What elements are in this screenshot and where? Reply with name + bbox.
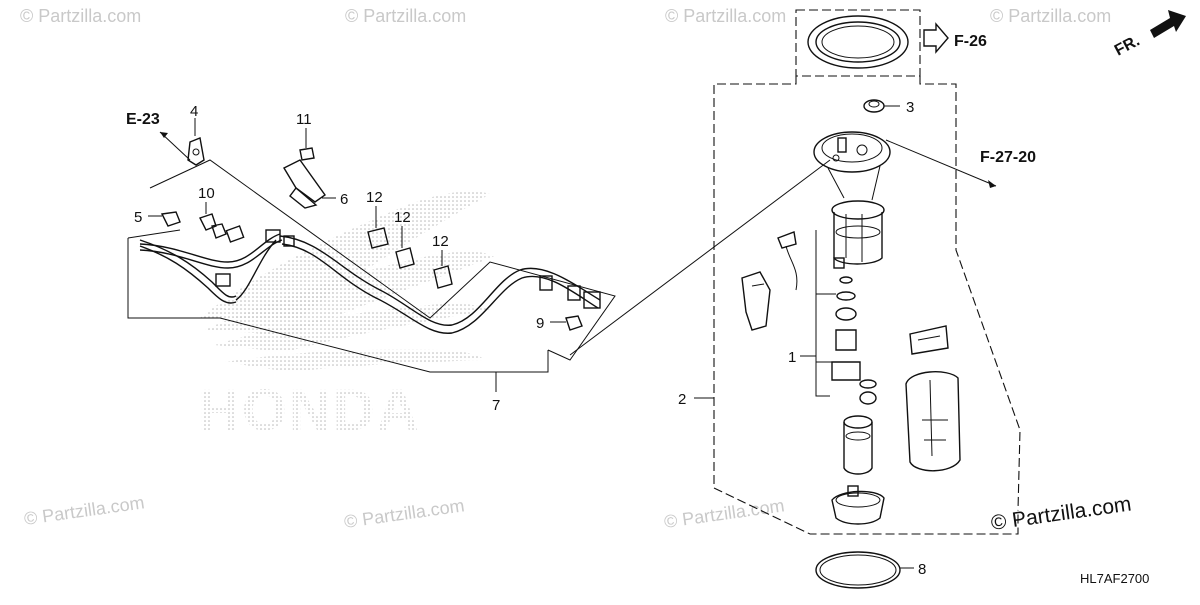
- part-11-screw: [299, 128, 315, 161]
- callout-3: 3: [906, 99, 914, 116]
- fuel-pump-body-upper: [831, 200, 885, 265]
- part-12-clip: [395, 226, 415, 269]
- reference-labels: E-23 F-26 F-27-20 FR.: [126, 32, 1143, 166]
- pump-reservoir: [905, 325, 961, 472]
- watermark-text: © Partzilla.com: [343, 495, 466, 532]
- part-5-clip: [160, 211, 181, 227]
- honda-wordmark: HONDA: [198, 378, 421, 443]
- fuel-strainer: [831, 485, 885, 525]
- callout-12: 12: [394, 209, 411, 226]
- callout-11: 11: [296, 111, 312, 128]
- callout-9: 9: [536, 315, 544, 332]
- part-1-stack: [815, 230, 877, 405]
- callout-8: 8: [918, 561, 926, 578]
- part-10-clamp: [199, 213, 227, 239]
- watermark-text: © Partzilla.com: [345, 6, 466, 26]
- ref-arrow-f26: [923, 22, 949, 54]
- callout-10: 10: [198, 185, 215, 202]
- ref-e23: E-23: [126, 111, 160, 128]
- ref-front: FR.: [1112, 32, 1143, 59]
- ref-f27-20: F-27-20: [980, 149, 1036, 166]
- callout-12: 12: [366, 189, 383, 206]
- watermark-text: © Partzilla.com: [23, 492, 146, 529]
- hose-group-outline: [127, 159, 616, 392]
- part-6-bracket: [283, 159, 326, 209]
- pump-group-outline: [713, 76, 1021, 535]
- callout-4: 4: [190, 103, 198, 120]
- part-4-clip: [187, 137, 205, 166]
- watermark-text: © Partzilla.com: [20, 6, 141, 26]
- callout-2: 2: [678, 391, 686, 408]
- part-3-grommet: [863, 99, 885, 113]
- callout-12: 12: [432, 233, 449, 250]
- callout-7: 7: [492, 397, 500, 414]
- callout-1: 1: [788, 349, 796, 366]
- diagram-code: HL7AF2700: [1080, 571, 1149, 586]
- callout-5: 5: [134, 209, 142, 226]
- part-8-o-ring: [815, 551, 901, 589]
- callout-labels: 4 11 6 10 5 12 12 12 9 7 3 1 2 8: [134, 99, 926, 578]
- honda-logo-watermark: HONDA: [198, 191, 495, 443]
- ref-arrow-e23: [159, 131, 191, 161]
- ref-f26: F-26: [954, 33, 987, 50]
- part-7-fuel-hose: [139, 225, 601, 334]
- watermark-text: © Partzilla.com: [990, 6, 1111, 26]
- front-direction-arrow: [1150, 10, 1186, 38]
- part-12-clip: [367, 206, 389, 249]
- fuel-pump-flange: [813, 131, 891, 201]
- callout-6: 6: [340, 191, 348, 208]
- part-12-clip: [433, 250, 453, 289]
- part-9-clip: [550, 315, 583, 331]
- fuel-level-sender: [741, 231, 798, 331]
- pump-motor: [843, 415, 873, 475]
- part-f26-ring: [795, 9, 921, 77]
- watermark-text: © Partzilla.com: [665, 6, 786, 26]
- copyright-label: © Partzilla.com: [989, 492, 1132, 534]
